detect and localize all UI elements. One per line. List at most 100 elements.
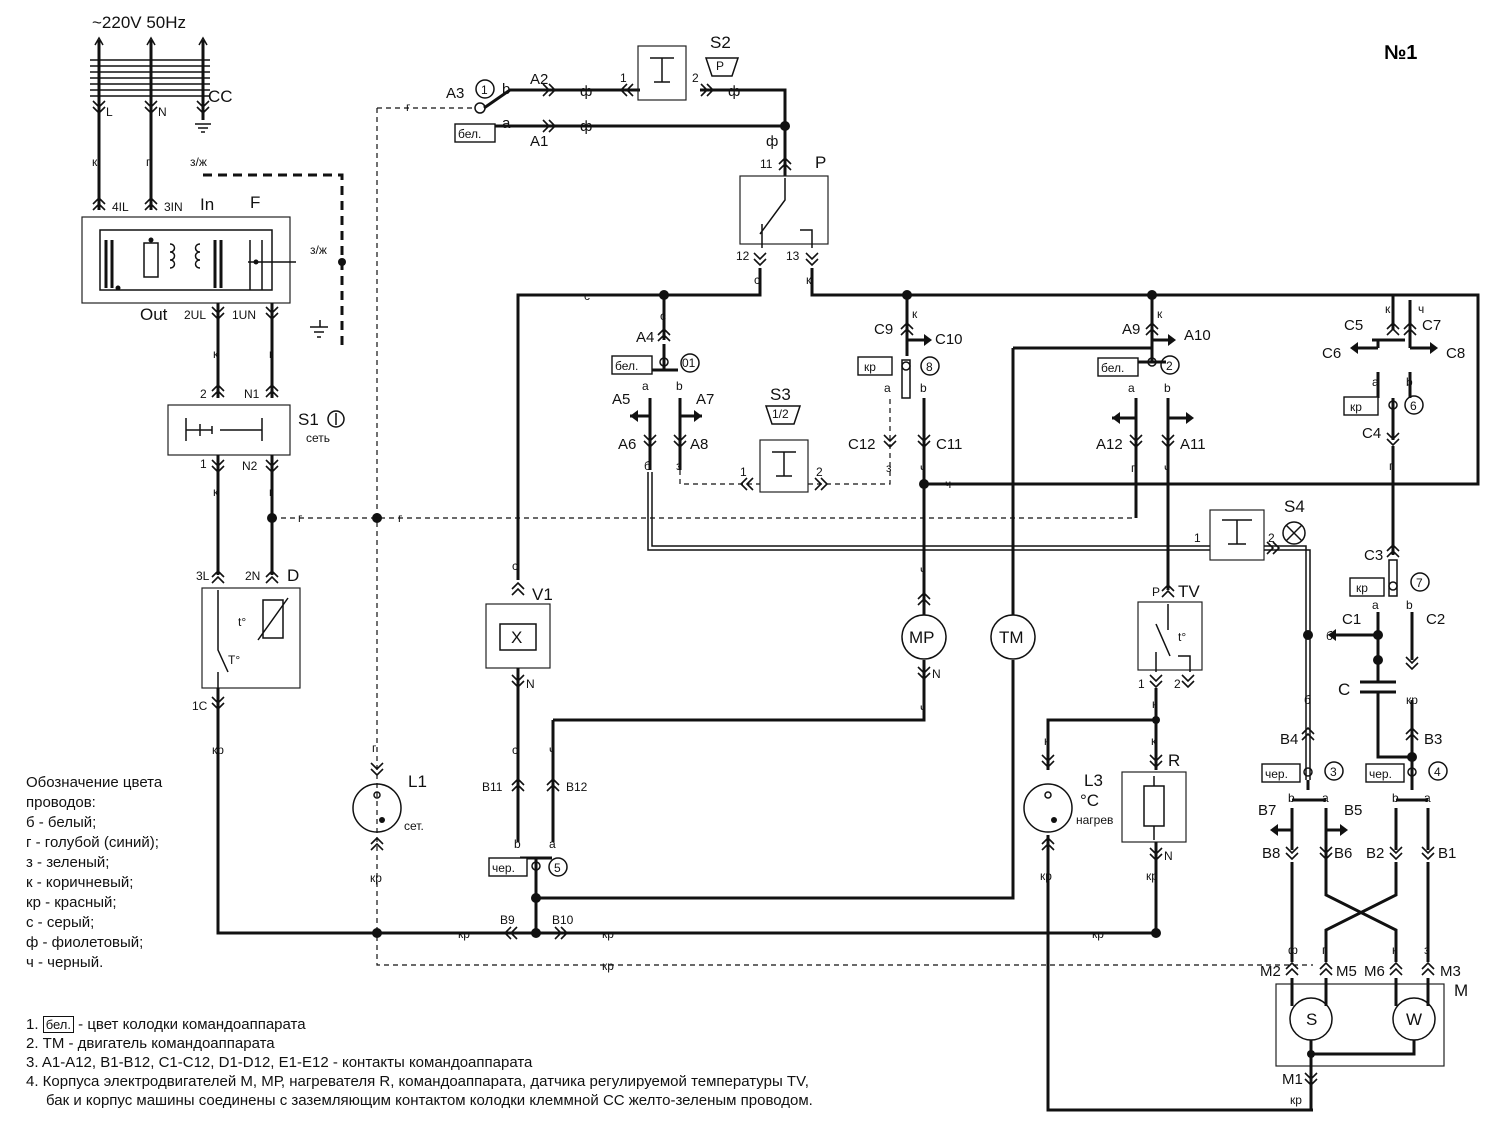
s1-label: S1: [298, 410, 319, 429]
selector-4: 4: [1434, 765, 1441, 779]
b4-pos-a: a: [1322, 791, 1329, 805]
c3-pos-a: a: [1372, 598, 1379, 612]
l3-caption: нагрев: [1076, 813, 1113, 827]
l3-symbol: °C: [1080, 791, 1099, 810]
wire-l3-m1: [1046, 835, 1313, 1112]
footnotes: 1. бел. - цвет колодки командоаппарата 2…: [26, 1015, 813, 1110]
wire-k-r: к: [1151, 734, 1157, 748]
l3-label: L3: [1084, 771, 1103, 790]
contact-b2: B2: [1366, 845, 1384, 862]
wires-a1-a2: [483, 88, 787, 128]
r-label: R: [1168, 751, 1180, 770]
b4-pos-b: b: [1288, 791, 1295, 805]
wire-ch-c11: ч: [920, 461, 926, 475]
wire-ch-mp: ч: [920, 563, 926, 577]
legend-title-1: Обозначение цвета: [26, 774, 163, 791]
motor-cross-wires: [1290, 862, 1430, 962]
wire-g-a3: г: [406, 100, 411, 114]
legend-item: к - коричневый;: [26, 874, 134, 891]
note-1-tag: бел.: [42, 1016, 74, 1033]
wire-k-tv: к: [1152, 697, 1158, 711]
p-pin-11: 11: [760, 157, 773, 171]
contact-a2: A2: [530, 71, 548, 88]
tm-label: TM: [999, 628, 1024, 647]
motor-pin-m2: M2: [1260, 963, 1281, 980]
wire-g-a12: г: [1131, 461, 1136, 475]
tag-kr-c3-text: кр: [1356, 581, 1368, 595]
contact-c7: C7: [1422, 317, 1441, 334]
wire-color-zzh: з/ж: [190, 155, 207, 169]
s3-pin-2: 2: [816, 465, 823, 479]
selector-1: 1: [481, 83, 488, 97]
d-pin-1c: 1C: [192, 699, 208, 713]
motor-pin-m5: M5: [1336, 963, 1357, 980]
c3-pos-b: b: [1406, 598, 1413, 612]
wire-f-a2: ф: [580, 83, 592, 100]
wire-k-p: к: [806, 273, 812, 287]
a9-pos-b: b: [1164, 381, 1171, 395]
contact-c9: C9: [874, 321, 893, 338]
filter-out: Out: [140, 305, 168, 324]
wire-k-c9: к: [912, 307, 918, 321]
wire-s-v1: с: [512, 559, 518, 573]
red-bus: [216, 688, 1155, 935]
contact-b4: B4: [1280, 731, 1298, 748]
filter-ground: з/ж: [310, 243, 327, 257]
tag-cher-5: [488, 857, 528, 877]
tag-bel-a9-text: бел.: [1101, 361, 1124, 375]
contact-c1: C1: [1342, 611, 1361, 628]
b3-pos-b: b: [1392, 791, 1399, 805]
note-1-text: - цвет колодки командоаппарата: [73, 1016, 306, 1033]
wire-kr-l1: кр: [370, 871, 382, 885]
tv-pin-1: 1: [1138, 677, 1145, 691]
program-switch-p: [739, 175, 829, 248]
s3-label: S3: [770, 385, 791, 404]
contact-c4: C4: [1362, 425, 1381, 442]
c9-pos-b: b: [920, 381, 927, 395]
motor-tm: [990, 614, 1036, 660]
motor-m-label: M: [1454, 981, 1468, 1000]
contact-a3: A3: [446, 85, 464, 102]
s1-out-wires: [216, 455, 274, 575]
note-3: 3. A1-A12, B1-B12, C1-C12, D1-D12, E1-E1…: [26, 1054, 533, 1071]
a3-pos-a: a: [502, 115, 511, 132]
lamp-l1: [352, 783, 402, 833]
s2-pin-2: 2: [692, 71, 699, 85]
wire-f-a1: ф: [580, 118, 592, 135]
terminal-cc: CC: [208, 87, 233, 106]
ground-symbol: [310, 320, 328, 338]
switch-a4: [648, 344, 682, 470]
a9-pos-a: a: [1128, 381, 1135, 395]
terminal-n: N: [158, 105, 167, 119]
wire-s-top: с: [584, 289, 590, 303]
legend-item: с - серый;: [26, 914, 95, 931]
wire-k-m6: к: [1392, 943, 1398, 957]
contact-b3: B3: [1424, 731, 1442, 748]
c9-pos-a: a: [884, 381, 891, 395]
switch-c5: [1372, 300, 1480, 348]
wire-g-bus-1: г: [298, 511, 303, 525]
v1-label: V1: [532, 585, 553, 604]
legend-item: з - зеленый;: [26, 854, 110, 871]
mains-input: [90, 36, 211, 160]
b3-pos-a: a: [1424, 791, 1431, 805]
wire-b-a6: б: [644, 459, 651, 473]
legend-item: кр - красный;: [26, 894, 117, 911]
contact-c12: C12: [848, 436, 876, 453]
s1-pin-n1: N1: [244, 387, 260, 401]
filter-in: In: [200, 195, 214, 214]
wire-ch-return: ч: [945, 477, 951, 491]
wire-g-c4: г: [1389, 459, 1394, 473]
contact-b8: B8: [1262, 845, 1280, 862]
d-pin-3l: 3L: [196, 569, 210, 583]
brown-bus: [810, 268, 1480, 486]
wire-kr-bus-2: кр: [602, 927, 614, 941]
d-switch-label: T°: [228, 653, 240, 667]
wire-v1-out: [516, 668, 555, 842]
mp-label: MP: [909, 628, 935, 647]
b11-pos-b: b: [514, 837, 521, 851]
tag-cher-3-text: чер.: [1265, 767, 1288, 781]
tag-bel-a-text: бел.: [458, 127, 481, 141]
ground-wire: [203, 173, 344, 350]
